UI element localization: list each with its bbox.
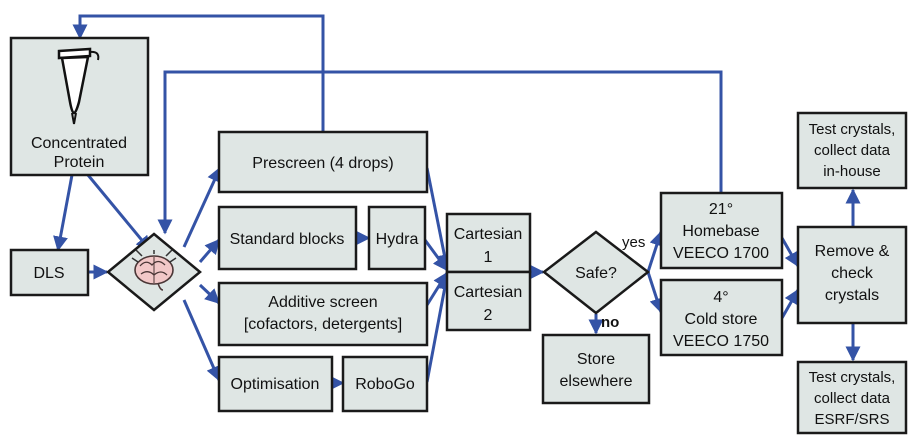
- test-esrf-line3: ESRF/SRS: [814, 411, 889, 428]
- cartesian1-label-line2: 1: [484, 249, 493, 266]
- node-safe-decision: Safe?: [541, 230, 651, 315]
- node-store-elsewhere: Store elsewhere: [541, 333, 651, 405]
- coldstore-name: Cold store: [685, 311, 758, 328]
- cartesian2-label-line1: Cartesian: [454, 284, 522, 301]
- optimisation-label: Optimisation: [231, 376, 320, 393]
- node-cold-store: 4° Cold store VEECO 1750: [659, 278, 784, 357]
- arrow-brain-to-additive: [198, 283, 221, 305]
- node-additive-screen: Additive screen [cofactors, detergents]: [217, 281, 429, 347]
- arrow-prescreen-to-cartesian: [425, 167, 452, 270]
- node-test-esrf: Test crystals, collect data ESRF/SRS: [796, 360, 908, 435]
- node-cartesian-2: Cartesian 2: [445, 270, 532, 332]
- brain-icon: [131, 249, 177, 291]
- arrow-coldstore-to-remove: [780, 288, 800, 319]
- node-remove-check: Remove & check crystals: [796, 225, 908, 325]
- safe-label: Safe?: [575, 265, 617, 282]
- node-prescreen: Prescreen (4 drops): [217, 130, 429, 194]
- arrow-brain-to-optimisation: [182, 299, 221, 382]
- standard-blocks-label: Standard blocks: [230, 231, 345, 248]
- node-concentrated-protein: Concentrated Protein: [9, 36, 150, 177]
- store-label-line2: elsewhere: [560, 373, 633, 390]
- test-inhouse-line1: Test crystals,: [809, 121, 896, 138]
- node-optimisation: Optimisation: [217, 355, 334, 413]
- arrow-brain-to-prescreen: [182, 166, 222, 248]
- protein-label-line2: Protein: [54, 154, 105, 171]
- arrow-safe-yes-to-homebase: [646, 230, 664, 273]
- node-cartesian-1: Cartesian 1: [445, 212, 532, 274]
- edge-label-no: no: [601, 314, 619, 331]
- node-hydra: Hydra: [367, 205, 427, 271]
- test-inhouse-line3: in-house: [823, 163, 881, 180]
- remove-label-line2: check: [831, 265, 874, 282]
- node-dls: DLS: [9, 248, 90, 297]
- protein-label-line1: Concentrated: [31, 135, 127, 152]
- coldstore-model: VEECO 1750: [673, 333, 769, 350]
- coldstore-temp: 4°: [713, 289, 728, 306]
- test-esrf-line1: Test crystals,: [809, 369, 896, 386]
- homebase-name: Homebase: [682, 223, 759, 240]
- sample-tube-icon: [57, 47, 100, 125]
- arrow-safe-to-coldstore: [646, 271, 664, 314]
- additive-label-line1: Additive screen: [268, 294, 377, 311]
- connectors: [53, 14, 861, 391]
- arrow-brain-to-standard: [198, 238, 221, 263]
- homebase-temp: 21°: [709, 201, 733, 218]
- node-brain-decision: [106, 232, 202, 312]
- arrow-protein-to-dls: [53, 174, 74, 252]
- feedback-loop-homebase-to-brain: [157, 70, 723, 235]
- dls-label: DLS: [33, 265, 64, 282]
- cartesian1-label-line1: Cartesian: [454, 226, 522, 243]
- cartesian2-label-line2: 2: [484, 307, 493, 324]
- arrow-homebase-to-remove: [780, 237, 800, 268]
- node-test-inhouse: Test crystals, collect data in-house: [796, 111, 908, 190]
- arrow-robogo-to-cartesian: [425, 274, 452, 383]
- hydra-label: Hydra: [376, 231, 419, 248]
- additive-label-line2: [cofactors, detergents]: [244, 316, 402, 333]
- prescreen-label: Prescreen (4 drops): [252, 155, 393, 172]
- arrow-protein-to-brain: [86, 174, 152, 252]
- robogo-label: RoboGo: [355, 376, 415, 393]
- homebase-model: VEECO 1700: [673, 245, 769, 262]
- arrow-hydra-to-cartesian: [423, 239, 449, 272]
- remove-label-line1: Remove &: [815, 243, 890, 260]
- test-esrf-line2: collect data: [814, 390, 891, 407]
- feedback-loop-prescreen-to-protein: [72, 14, 325, 132]
- node-robogo: RoboGo: [341, 355, 429, 413]
- node-homebase: 21° Homebase VEECO 1700: [659, 191, 784, 270]
- node-standard-blocks: Standard blocks: [217, 205, 358, 271]
- test-inhouse-line2: collect data: [814, 142, 891, 159]
- store-label-line1: Store: [577, 351, 615, 368]
- edge-label-yes: yes: [622, 234, 645, 251]
- remove-label-line3: crystals: [825, 287, 879, 304]
